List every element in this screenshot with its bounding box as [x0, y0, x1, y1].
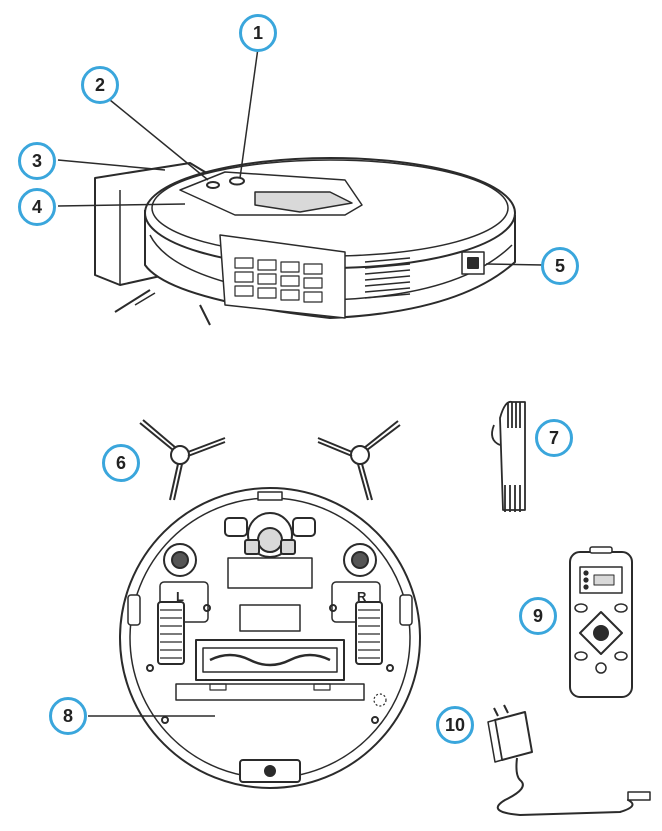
- left-wheel-label: L: [176, 589, 184, 604]
- side-brush-left: [139, 419, 226, 501]
- vacuum-side-view: [94, 157, 516, 326]
- side-brush-right: [317, 420, 401, 501]
- callout-10: 10: [436, 706, 474, 744]
- right-wheel-label: R: [357, 589, 367, 604]
- callout-5: 5: [541, 247, 579, 285]
- callout-8: 8: [49, 697, 87, 735]
- callout-1: 1: [239, 14, 277, 52]
- power-adapter: [487, 704, 651, 816]
- callout-9: 9: [519, 597, 557, 635]
- vacuum-bottom-view: [119, 487, 421, 789]
- leader-lines-top: [57, 47, 544, 266]
- callout-4: 4: [18, 188, 56, 226]
- cleaning-tool: [491, 400, 526, 512]
- callout-3: 3: [18, 142, 56, 180]
- remote-control: [569, 546, 633, 698]
- callout-7: 7: [535, 419, 573, 457]
- callout-6: 6: [102, 444, 140, 482]
- callout-2: 2: [81, 66, 119, 104]
